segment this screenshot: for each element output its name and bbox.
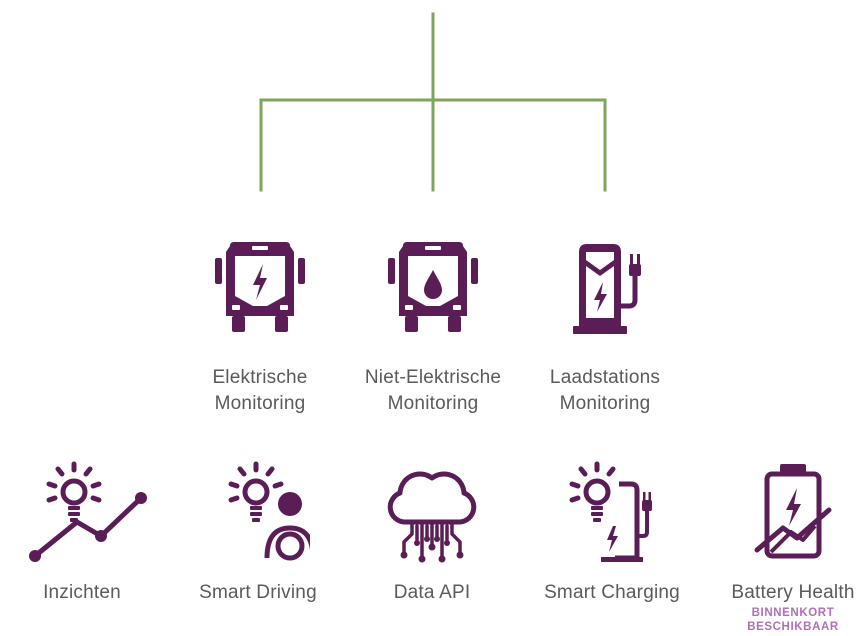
module-label-line2: Monitoring [559, 393, 651, 414]
module-electric-monitoring: Elektrische Monitoring [180, 240, 340, 417]
module-label-line2: Monitoring [214, 393, 306, 414]
feature-smart-charging: Smart Charging [532, 460, 692, 606]
coming-soon-line1: BINNENKORT [751, 607, 835, 619]
feature-label: Smart Charging [544, 582, 680, 603]
feature-label: Data API [393, 582, 471, 603]
module-charging-station-monitoring: Laadstations Monitoring [525, 240, 685, 417]
module-label-line1: Elektrische [212, 367, 308, 388]
electric-bus-icon [215, 242, 305, 332]
feature-data-api: Data API [362, 460, 502, 606]
feature-smart-driving: Smart Driving [188, 460, 328, 606]
coming-soon-line2: BESCHIKBAAR [747, 621, 839, 633]
module-non-electric-monitoring: Niet-Elektrische Monitoring [353, 240, 513, 417]
feature-label: Inzichten [43, 582, 121, 603]
connector-tree [259, 12, 607, 192]
module-label-line1: Niet-Elektrische [364, 367, 502, 388]
feature-label: Smart Driving [199, 582, 317, 603]
smart-charging-icon [569, 461, 652, 562]
module-label-line1: Laadstations [549, 367, 661, 388]
module-label-line2: Monitoring [387, 393, 479, 414]
feature-insights: Inzichten [12, 460, 152, 606]
feature-label: Battery Health [731, 582, 855, 603]
coming-soon-badge: BINNENKORT BESCHIKBAAR [720, 606, 866, 634]
battery-health-icon [754, 464, 832, 559]
insights-icon [29, 461, 147, 562]
smart-driving-icon [228, 461, 310, 561]
charging-station-icon [573, 244, 641, 334]
data-api-icon [387, 471, 477, 563]
fuel-bus-icon [388, 242, 478, 332]
feature-battery-health: Battery Health BINNENKORT BESCHIKBAAR [720, 460, 866, 634]
